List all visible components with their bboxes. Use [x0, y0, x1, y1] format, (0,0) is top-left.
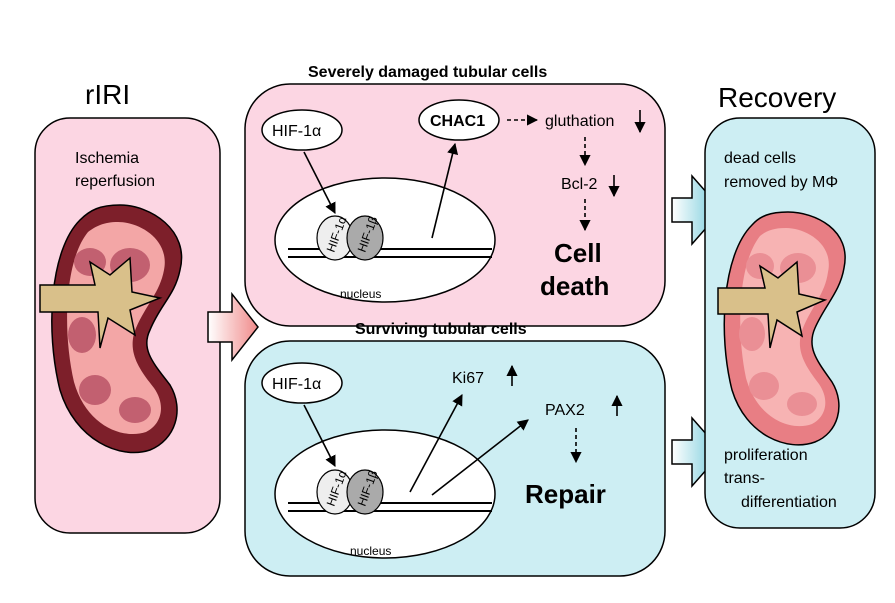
bcl2-label: Bcl-2 — [561, 176, 598, 193]
dead-cells-label-1: dead cells — [724, 150, 796, 167]
ischemia-label: Ischemia — [75, 150, 139, 167]
hif1a-bubble-bottom — [261, 362, 343, 404]
gluthation-label: gluthation — [545, 113, 614, 130]
bottom-panel-header: Surviving tubular cells — [355, 321, 527, 338]
recovery-title: Recovery — [718, 82, 836, 113]
nucleus-label-top: nucleus — [340, 287, 381, 301]
hif1a-translocation-arrow-bottom — [303, 404, 336, 467]
progression-arrow-pink — [207, 291, 259, 363]
injured-kidney-icon — [39, 204, 183, 454]
recovered-kidney-icon — [717, 211, 846, 446]
top-panel-header: Severely damaged tubular cells — [308, 64, 547, 81]
rIRI-title: rIRI — [85, 79, 130, 110]
ki67-induction-arrow — [409, 394, 463, 493]
nucleus-bottom — [274, 429, 496, 559]
dead-cells-label-2: removed by MΦ — [724, 174, 838, 191]
pax2-induction-arrow — [431, 419, 529, 496]
chac1-label: CHAC1 — [430, 113, 485, 130]
cell-label: Cell — [554, 238, 602, 268]
proliferation-label: proliferation — [724, 447, 808, 464]
chac1-bubble — [418, 99, 500, 141]
hif1b-subunit-bottom — [346, 469, 384, 515]
hif1a-label-bottom: HIF-1α — [272, 376, 321, 393]
ki67-label: Ki67 — [452, 370, 484, 387]
hif1a-bubble-top — [261, 109, 343, 151]
trans-label: trans- — [724, 470, 765, 487]
nucleus-label-bottom: nucleus — [350, 544, 391, 558]
death-label: death — [540, 271, 609, 301]
nucleus-top — [274, 177, 496, 303]
hif1a-label-top: HIF-1α — [272, 123, 321, 140]
hif1a-translocation-arrow-top — [303, 151, 336, 214]
chac1-induction-arrow — [431, 142, 459, 239]
pax2-label: PAX2 — [545, 402, 585, 419]
hif1b-subunit-top — [346, 215, 384, 261]
repair-label: Repair — [525, 479, 606, 509]
differentiation-label: differentiation — [741, 494, 837, 511]
reperfusion-label: reperfusion — [75, 173, 155, 190]
